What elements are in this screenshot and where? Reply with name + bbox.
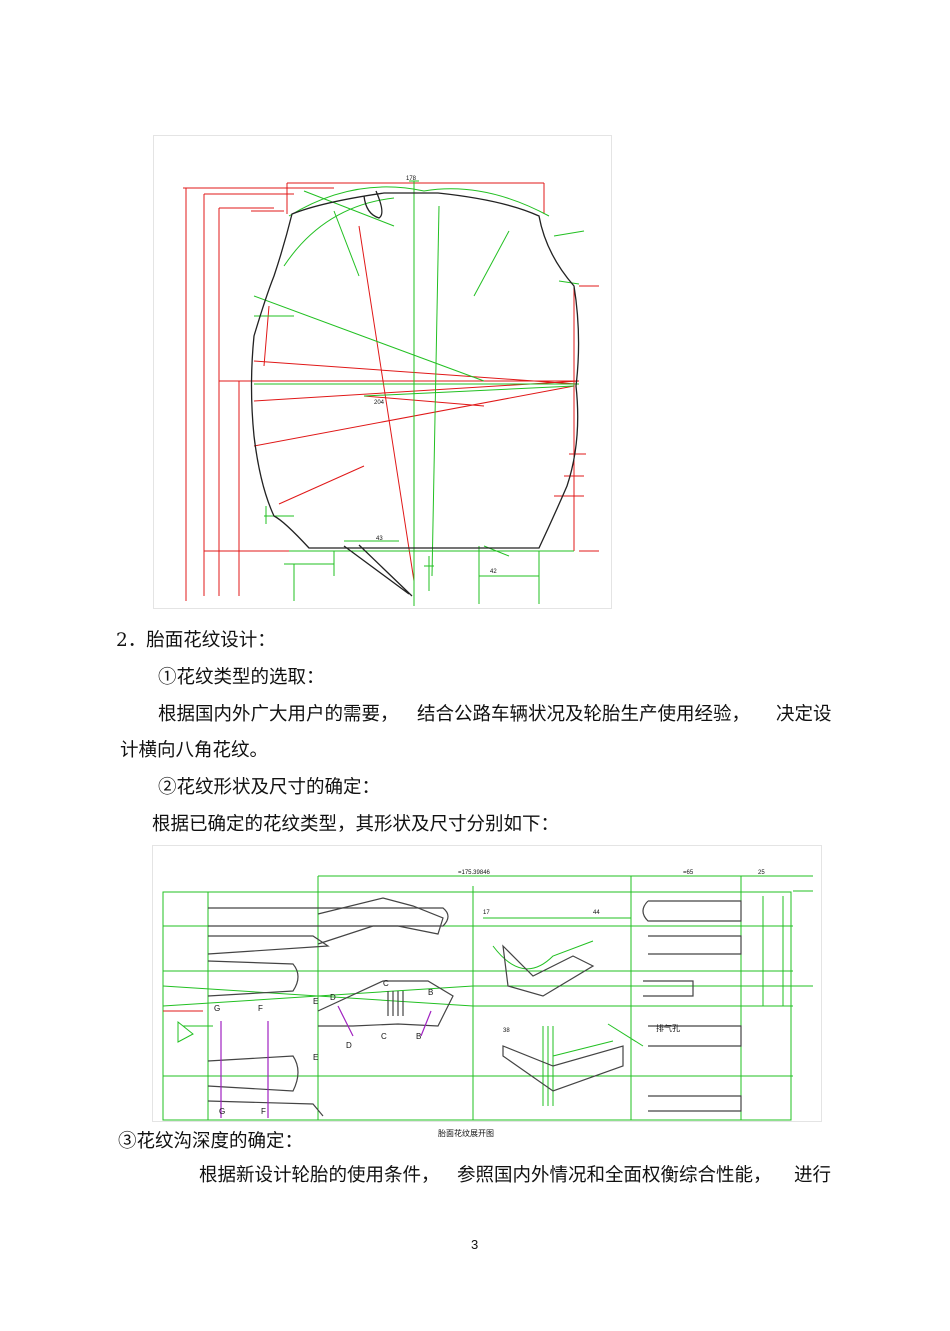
- svg-text:=65: =65: [683, 870, 694, 876]
- paragraph-1-part3: 决定设: [776, 704, 832, 725]
- pattern-point-g-bottom: G: [219, 1107, 226, 1116]
- paragraph-1-part2: 结合公路车辆状况及轮胎生产使用经验，: [417, 704, 751, 725]
- paragraph-2: 根据已确定的花纹类型，其形状及尺寸分别如下：: [152, 814, 560, 835]
- tire-section-drawing: 178 204 43 42: [153, 135, 612, 609]
- paragraph-3-part1: 根据新设计轮胎的使用条件，: [199, 1165, 440, 1186]
- pattern-point-e-bottom: E: [313, 1053, 319, 1062]
- tread-pattern-svg: =175.39846 =65 25 17 44 38: [162, 870, 813, 1121]
- svg-text:42: 42: [490, 569, 497, 575]
- subheading-pattern-type: ①花纹类型的选取：: [158, 667, 325, 688]
- svg-text:38: 38: [503, 1028, 510, 1034]
- svg-text:=175.39846: =175.39846: [458, 870, 491, 876]
- subheading-groove-depth: ③花纹沟深度的确定：: [118, 1131, 304, 1152]
- pattern-point-g-top: G: [214, 1004, 221, 1013]
- paragraph-3-part2: 参照国内外情况和全面权衡综合性能，: [457, 1165, 772, 1186]
- svg-text:25: 25: [758, 870, 765, 876]
- pattern-point-d-top: D: [330, 993, 336, 1002]
- section-heading: 2．胎面花纹设计：: [116, 630, 276, 651]
- pattern-point-e-top: E: [313, 997, 319, 1006]
- paragraph-1-line2: 计横向八角花纹。: [120, 740, 269, 761]
- vent-hole-note: 排气孔: [656, 1024, 680, 1033]
- pattern-point-f-bottom: F: [261, 1107, 266, 1116]
- pattern-point-b-top: B: [428, 988, 434, 997]
- figure-caption: 胎面花纹展开图: [438, 1129, 494, 1138]
- subheading-shape-size: ②花纹形状及尺寸的确定：: [158, 777, 381, 798]
- tire-section-svg: 178 204 43 42: [183, 176, 599, 606]
- pattern-point-b-bottom: B: [416, 1032, 422, 1041]
- paragraph-1-part1: 根据国内外广大用户的需要，: [158, 704, 399, 725]
- page-number: 3: [471, 1237, 479, 1252]
- pattern-point-c-top: C: [383, 979, 389, 988]
- pattern-point-f-top: F: [258, 1004, 263, 1013]
- svg-text:43: 43: [376, 536, 383, 542]
- svg-text:44: 44: [593, 910, 600, 916]
- svg-text:178: 178: [406, 176, 417, 182]
- pattern-point-d-bottom: D: [346, 1041, 352, 1050]
- tread-pattern-drawing: =175.39846 =65 25 17 44 38: [152, 845, 822, 1122]
- paragraph-3-part3: 进行: [794, 1165, 832, 1186]
- svg-text:204: 204: [374, 400, 385, 406]
- pattern-point-c-bottom: C: [381, 1032, 387, 1041]
- svg-text:17: 17: [483, 910, 490, 916]
